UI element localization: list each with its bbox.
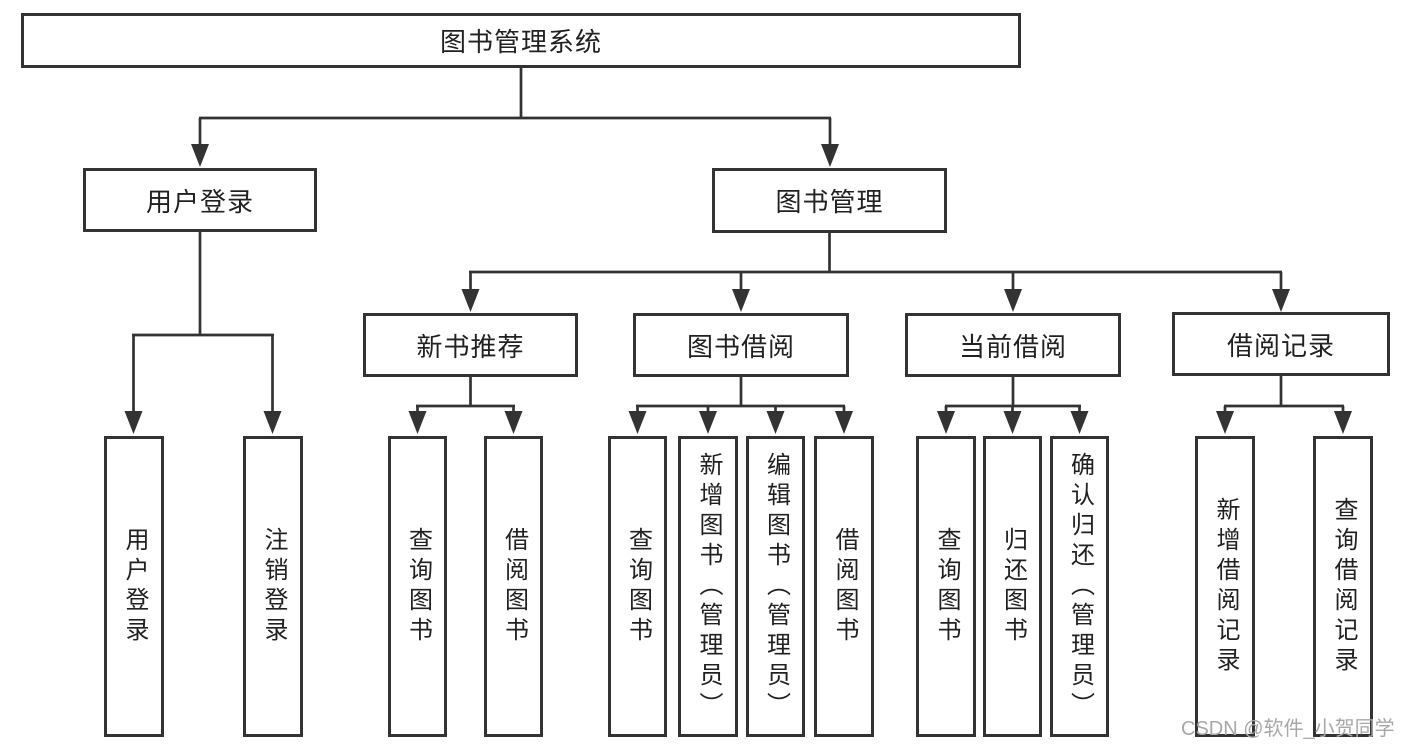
leaf-add-book-admin-label: 新增图书（管理员）	[695, 451, 722, 722]
connector-line	[132, 232, 274, 412]
leaf-query-books-1-label: 查询图书	[404, 526, 432, 647]
arrow-down-icon	[732, 289, 750, 312]
connector-line	[198, 68, 832, 146]
connector-current-borrow-to-leaves	[937, 377, 1089, 434]
arrow-down-icon	[835, 411, 853, 434]
arrow-down-icon	[699, 411, 717, 434]
leaf-add-borrow-record: 新增借阅记录	[1195, 436, 1255, 737]
arrow-down-icon	[124, 411, 143, 434]
leaf-confirm-return-admin: 确认归还（管理员）	[1050, 436, 1109, 737]
leaf-borrow-books-1: 借阅图书	[484, 436, 543, 737]
node-user-login: 用户登录	[83, 168, 317, 232]
node-book-borrow-label: 图书借阅	[686, 331, 795, 362]
arrow-down-icon	[263, 411, 282, 434]
node-root-label: 图书管理系统	[439, 27, 602, 57]
leaf-user-login-label: 用户登录	[121, 526, 148, 647]
leaf-logout: 注销登录	[243, 436, 303, 737]
arrow-down-icon	[191, 144, 209, 167]
watermark: CSDN @软件_小贺同学	[1181, 718, 1395, 740]
node-current-borrow: 当前借阅	[905, 313, 1121, 377]
leaf-query-books-3-label: 查询图书	[933, 526, 960, 647]
connector-line	[944, 377, 1081, 412]
connector-line	[1223, 375, 1345, 412]
leaf-query-borrow-record: 查询借阅记录	[1313, 436, 1373, 737]
leaf-borrow-books-2: 借阅图书	[814, 436, 874, 737]
arrow-down-icon	[1070, 411, 1089, 434]
arrow-down-icon	[504, 411, 523, 434]
node-root: 图书管理系统	[21, 13, 1021, 68]
leaf-add-book-admin: 新增图书（管理员）	[678, 436, 738, 737]
arrow-down-icon	[821, 144, 839, 167]
arrow-down-icon	[1004, 289, 1022, 312]
node-borrow-records: 借阅记录	[1172, 312, 1390, 376]
connector-line	[416, 377, 515, 412]
node-book-management-label: 图书管理	[775, 187, 884, 217]
connector-book-management-to-sections	[461, 233, 1290, 312]
connector-line	[636, 377, 846, 412]
leaf-edit-book-admin: 编辑图书（管理员）	[746, 436, 805, 737]
connector-borrow-records-to-leaves	[1216, 375, 1352, 434]
arrow-down-icon	[1272, 289, 1290, 312]
leaf-confirm-return-admin-label: 确认归还（管理员）	[1066, 451, 1094, 722]
connector-new-book-recommend-to-leaves	[408, 377, 523, 434]
arrow-down-icon	[628, 411, 647, 434]
leaf-return-books: 归还图书	[983, 436, 1042, 737]
node-book-borrow: 图书借阅	[633, 313, 849, 377]
leaf-logout-label: 注销登录	[260, 526, 287, 647]
node-new-book-recommend: 新书推荐	[363, 313, 578, 377]
leaf-query-books-2-label: 查询图书	[624, 526, 652, 647]
leaf-query-books-1: 查询图书	[388, 436, 447, 737]
leaf-user-login: 用户登录	[104, 436, 164, 737]
node-new-book-recommend-label: 新书推荐	[416, 331, 525, 362]
leaf-query-borrow-record-label: 查询借阅记录	[1330, 496, 1357, 677]
leaf-query-books-3: 查询图书	[916, 436, 976, 737]
leaf-add-borrow-record-label: 新增借阅记录	[1212, 496, 1239, 677]
leaf-return-books-label: 归还图书	[999, 526, 1027, 647]
connector-root-to-level2	[191, 68, 839, 167]
arrow-down-icon	[937, 411, 955, 434]
arrow-down-icon	[1334, 411, 1352, 434]
node-user-login-label: 用户登录	[145, 186, 254, 217]
leaf-query-books-2: 查询图书	[608, 436, 667, 737]
leaf-borrow-books-1-label: 借阅图书	[500, 526, 528, 647]
arrow-down-icon	[766, 411, 785, 434]
node-book-management: 图书管理	[712, 168, 947, 233]
connector-line	[469, 233, 1283, 290]
arrow-down-icon	[461, 289, 480, 312]
node-borrow-records-label: 借阅记录	[1226, 330, 1335, 361]
connector-user-login-to-leaves	[124, 232, 282, 434]
leaf-edit-book-admin-label: 编辑图书（管理员）	[762, 451, 790, 722]
leaf-borrow-books-2-label: 借阅图书	[831, 526, 858, 647]
arrow-down-icon	[1003, 411, 1022, 434]
arrow-down-icon	[408, 411, 427, 434]
node-current-borrow-label: 当前借阅	[958, 331, 1067, 362]
connector-book-borrow-to-leaves	[628, 377, 853, 434]
arrow-down-icon	[1216, 411, 1234, 434]
